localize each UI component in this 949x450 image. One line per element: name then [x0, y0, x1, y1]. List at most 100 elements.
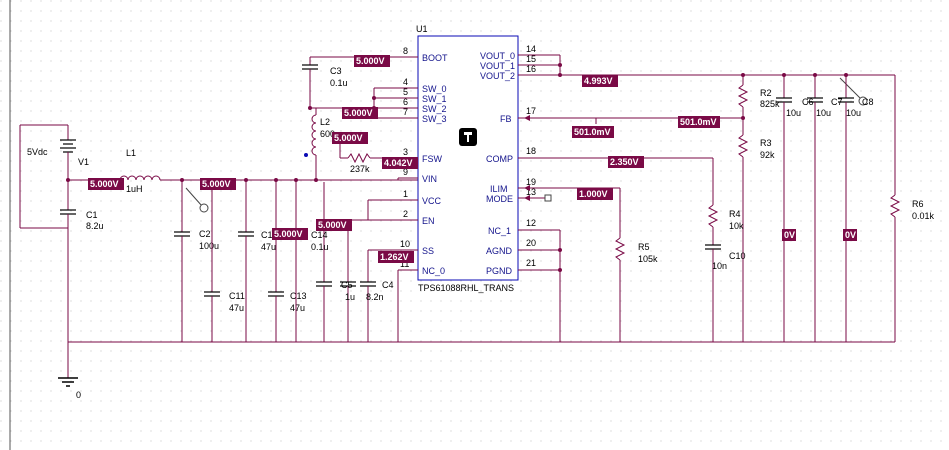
svg-text:5.000V: 5.000V [356, 56, 385, 66]
c11-value: 47u [229, 303, 244, 313]
pin-label: PGND [486, 266, 513, 276]
l1-value: 1uH [126, 184, 143, 194]
svg-text:5.000V: 5.000V [90, 179, 119, 189]
pin-num: 12 [526, 218, 536, 228]
pin-label: VIN [422, 174, 437, 184]
pin-num: 18 [526, 146, 536, 156]
capacitor-c2[interactable]: C2 100u [174, 180, 219, 342]
pin-label: VOUT_0 [480, 51, 515, 61]
r2-ref: R2 [760, 88, 772, 98]
ic-u1[interactable]: U1 TPS61088RHL_TRANS [416, 24, 519, 293]
c4-value: 8.2n [366, 292, 384, 302]
pin-label: SW_2 [422, 104, 447, 114]
c5-ref: C5 [341, 280, 353, 290]
voltage-tag: 501.0mV [678, 116, 720, 128]
pin-num: 7 [403, 107, 408, 117]
pin-label: VOUT_1 [480, 61, 515, 71]
c8-ref: C8 [862, 97, 874, 107]
pin-num: 8 [403, 46, 408, 56]
voltage-tag: 5.000V [88, 178, 124, 190]
r5-value: 105k [638, 254, 658, 264]
left-side-wiring [302, 56, 399, 342]
svg-text:1.000V: 1.000V [579, 189, 608, 199]
svg-text:501.0mV: 501.0mV [680, 117, 717, 127]
pin-num: 19 [526, 177, 536, 187]
pin-label: NC_1 [488, 226, 511, 236]
c7-ref: C7 [831, 97, 843, 107]
voltage-tag: 5.000V [316, 219, 352, 231]
l2-value: 600 [320, 129, 335, 139]
capacitor-c1[interactable]: C1 8.2u [60, 180, 104, 342]
c2-ref: C2 [199, 229, 211, 239]
r2-value: 825k [760, 99, 780, 109]
pin-num: 9 [403, 167, 408, 177]
c10-ref: C10 [729, 251, 746, 261]
pin-num: 2 [403, 209, 408, 219]
pin-num: 1 [403, 189, 408, 199]
voltage-tag: 5.000V [272, 228, 308, 240]
c6-value: 10u [786, 108, 801, 118]
r5-ref: R5 [638, 242, 650, 252]
c11-ref: C11 [229, 291, 245, 301]
r3-value: 92k [760, 150, 775, 160]
pin-label: ILIM [490, 184, 508, 194]
voltage-tag: 0V [843, 229, 857, 241]
pin-label: VOUT_2 [480, 71, 515, 81]
pin-label: FSW [422, 154, 443, 164]
c12-value: 47u [261, 242, 276, 252]
pin-num: 13 [526, 187, 536, 197]
c13-value: 47u [290, 303, 305, 313]
svg-text:5.000V: 5.000V [344, 108, 373, 118]
svg-text:4.042V: 4.042V [384, 158, 413, 168]
svg-text:5.000V: 5.000V [318, 220, 347, 230]
svg-text:5.000V: 5.000V [334, 133, 363, 143]
ground-label: 0 [76, 390, 81, 400]
u1-part: TPS61088RHL_TRANS [418, 283, 514, 293]
voltage-tag: 2.350V [608, 156, 644, 168]
c14-value: 0.1u [311, 242, 329, 252]
pin-label: EN [422, 216, 435, 226]
capacitor-c14[interactable]: C14 0.1u [311, 182, 332, 342]
l2-ref: L2 [320, 117, 330, 127]
probe-marker-vout[interactable] [839, 77, 868, 106]
svg-text:1.262V: 1.262V [380, 252, 409, 262]
pin-num: 16 [526, 64, 536, 74]
pin-num: 10 [400, 239, 410, 249]
capacitor-c12[interactable]: C12 47u [238, 180, 278, 342]
pin-label: SW_3 [422, 114, 447, 124]
r4-value: 10k [729, 221, 744, 231]
svg-text:4.993V: 4.993V [584, 76, 613, 86]
svg-text:5.000V: 5.000V [202, 179, 231, 189]
probe-marker-vin[interactable] [185, 187, 209, 213]
pins-right: 14 VOUT_0 15 VOUT_1 16 VOUT_2 17 FB 18 C… [480, 44, 538, 276]
pin-label: SW_1 [422, 94, 447, 104]
voltage-tag: 4.993V [582, 75, 618, 87]
pin-num: 21 [526, 258, 536, 268]
pins-left: 8 BOOT 4 SW_0 5 SW_1 6 SW_2 7 SW_3 3 FSW… [398, 46, 448, 276]
pin-label: AGND [486, 246, 513, 256]
pin-num: 6 [403, 97, 408, 107]
ground-rail: 0 [58, 341, 895, 400]
c7-value: 10u [816, 108, 831, 118]
pin-label: BOOT [422, 53, 448, 63]
v1-ref: V1 [78, 157, 89, 167]
r6-ref: R6 [912, 199, 924, 209]
svg-text:2.350V: 2.350V [610, 157, 639, 167]
pin-label: SW_0 [422, 84, 447, 94]
pin-num: 17 [526, 106, 536, 116]
r6-value: 0.01k [912, 211, 935, 221]
voltage-source-v1[interactable]: 5Vdc V1 [19, 124, 89, 229]
svg-text:5.000V: 5.000V [274, 229, 303, 239]
pin-label: MODE [486, 194, 513, 204]
c2-value: 100u [199, 241, 219, 251]
pin-label: COMP [486, 154, 513, 164]
pin-num: 20 [526, 238, 536, 248]
capacitor-c11[interactable]: C11 47u [204, 182, 245, 342]
pin-label: NC_0 [422, 266, 445, 276]
c10-value: 10n [712, 261, 727, 271]
pin-label: SS [422, 246, 434, 256]
c14-ref: C14 [311, 230, 328, 240]
c12-ref: C12 [261, 230, 278, 240]
svg-text:501.0mV: 501.0mV [574, 127, 611, 137]
